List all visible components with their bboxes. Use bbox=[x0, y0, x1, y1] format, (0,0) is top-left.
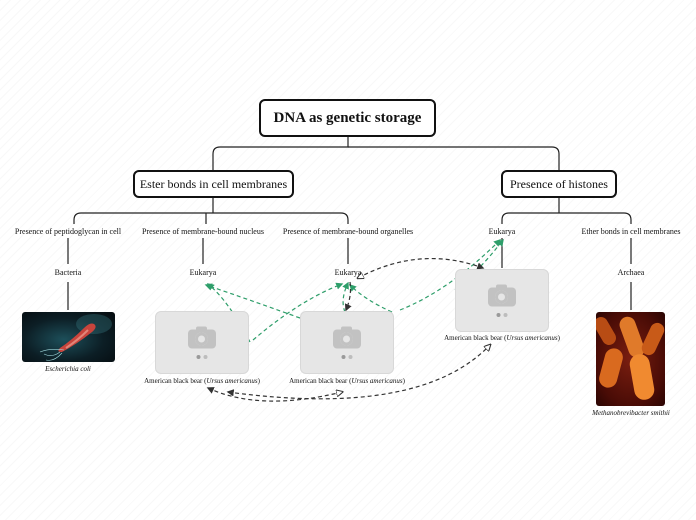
node-histones-eukarya[interactable]: Eukarya bbox=[488, 227, 516, 236]
root-node[interactable]: DNA as genetic storage bbox=[259, 99, 436, 137]
bear-caption-2: American black bear (Ursus americanus) bbox=[289, 377, 405, 385]
link-green-3 bbox=[252, 282, 344, 341]
edge-ester-children bbox=[73, 198, 349, 224]
bear-photo-3[interactable] bbox=[455, 269, 549, 332]
camera-placeholder-icon bbox=[188, 326, 216, 349]
node-peptidoglycan[interactable]: Presence of peptidoglycan in cell bbox=[14, 227, 122, 236]
methanobrevibacter-image bbox=[596, 312, 665, 406]
camera-placeholder-icon bbox=[488, 284, 516, 307]
edge-root-ester bbox=[212, 137, 349, 170]
link-green-6 bbox=[399, 238, 502, 311]
camera-placeholder-icon bbox=[333, 326, 361, 349]
bear-photo-2[interactable] bbox=[300, 311, 394, 374]
node-archaea[interactable]: Archaea bbox=[617, 268, 645, 277]
node-nucleus[interactable]: Presence of membrane-bound nucleus bbox=[142, 227, 264, 236]
edge-histones-children bbox=[501, 198, 632, 224]
node-bacteria[interactable]: Bacteria bbox=[54, 268, 82, 277]
bear-caption-3: American black bear (Ursus americanus) bbox=[444, 334, 560, 342]
link-green-2 bbox=[204, 283, 301, 319]
node-eukarya-nucleus[interactable]: Eukarya bbox=[189, 268, 217, 277]
branch-histones[interactable]: Presence of histones bbox=[501, 170, 617, 198]
edge-root-histones bbox=[348, 146, 560, 170]
node-eukarya-organelles[interactable]: Eukarya bbox=[334, 268, 362, 277]
ecoli-image bbox=[22, 312, 115, 362]
link-dark-1 bbox=[344, 281, 352, 312]
bear-caption-1: American black bear (Ursus americanus) bbox=[144, 377, 260, 385]
link-green-4 bbox=[342, 281, 349, 313]
node-organelles[interactable]: Presence of membrane-bound organelles bbox=[282, 227, 414, 236]
methanobrevibacter-caption: Methanobrevibacter smithii bbox=[592, 409, 670, 417]
branch-ester-bonds[interactable]: Ester bonds in cell membranes bbox=[133, 170, 294, 198]
link-dark-2 bbox=[358, 257, 483, 278]
link-dark-4 bbox=[228, 345, 490, 400]
ecoli-caption: Escherichia coli bbox=[45, 365, 91, 373]
node-ether[interactable]: Ether bonds in cell membranes bbox=[581, 227, 681, 236]
bear-photo-1[interactable] bbox=[155, 311, 249, 374]
link-green-5 bbox=[348, 283, 393, 313]
